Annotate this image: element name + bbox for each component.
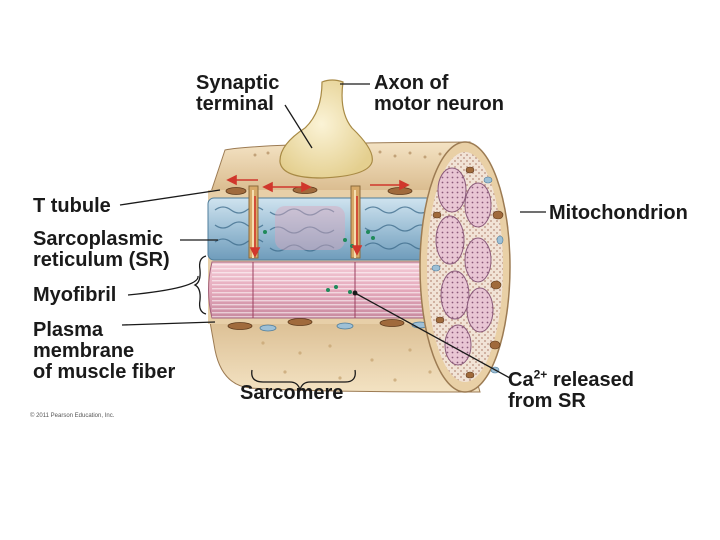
leader-synaptic-terminal: [284, 104, 313, 149]
leader-lines: [119, 83, 546, 391]
leader-ca: [354, 292, 511, 379]
sarcomere-bracket: [251, 369, 356, 391]
sr-network: [214, 206, 430, 252]
copyright-notice: © 2011 Pearson Education, Inc.: [30, 413, 115, 419]
cross-section: [419, 141, 511, 393]
label-mitochondrion: Mitochondrion: [549, 202, 688, 224]
axon-of-motor-neuron: [279, 79, 373, 179]
label-sarcoplasmic-reticulum: Sarcoplasmic reticulum (SR): [33, 228, 170, 271]
z-discs: [252, 262, 356, 318]
label-t-tubule: T tubule: [33, 195, 111, 217]
neuron: [279, 79, 373, 179]
leader-t-tubule: [119, 189, 221, 206]
myofibril-cross-sections: [435, 167, 494, 366]
label-synaptic-terminal: Synaptic terminal: [196, 72, 280, 115]
label-ca-released: Ca2+ released from SR: [508, 367, 634, 412]
myofibril-bracket: [193, 255, 207, 315]
leader-myofibril: [127, 275, 199, 296]
plasma-membrane-bottom: [209, 321, 481, 393]
label-myofibril: Myofibril: [33, 284, 117, 306]
mitochondria-cross: [432, 166, 504, 379]
label-sarcomere: Sarcomere: [240, 382, 344, 404]
leader-plasma-membrane: [121, 321, 216, 326]
mitochondria-edge: [225, 186, 413, 330]
action-potential-arrows: [226, 174, 410, 258]
calcium-ions: [263, 230, 375, 294]
label-plasma-membrane: Plasma membrane of muscle fiber: [33, 319, 176, 383]
label-axon-of-motor-neuron: Axon of motor neuron: [374, 72, 504, 115]
